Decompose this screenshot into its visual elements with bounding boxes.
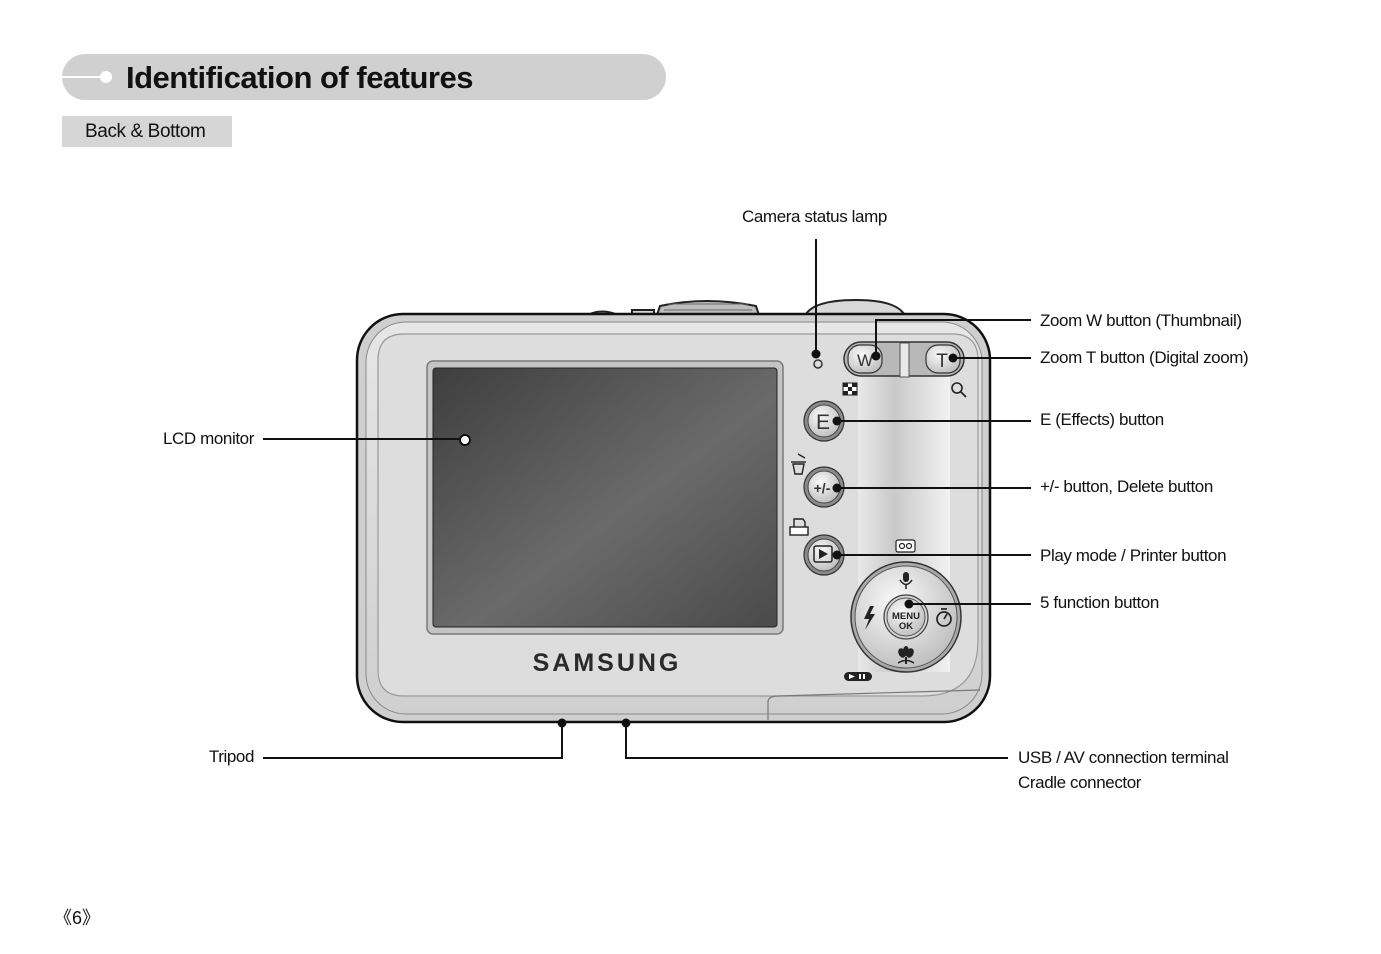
flash-icon (864, 606, 875, 630)
play-pause-indicator-icon (844, 672, 872, 681)
page-number: 《6》 (54, 908, 101, 928)
page-subtitle: Back & Bottom (85, 121, 206, 142)
dot-zoom-t (948, 353, 958, 363)
zoom-divider (899, 342, 910, 378)
magnifier-icon (951, 382, 967, 398)
label-usb-av: USB / AV connection terminal (1018, 748, 1229, 767)
bottom-seam (767, 689, 981, 720)
leader-dots (459, 349, 958, 728)
dot-zoom-w (871, 351, 881, 361)
effects-glyph: E (816, 411, 830, 434)
menu-ok-button[interactable] (886, 597, 926, 637)
dot-play (832, 550, 842, 560)
label-plus-minus: +/- button, Delete button (1040, 477, 1213, 496)
brand-logo: SAMSUNG (533, 649, 682, 677)
leader-usb (625, 724, 1008, 759)
label-zoom-w: Zoom W button (Thumbnail) (1040, 311, 1242, 330)
microphone-icon (899, 572, 913, 589)
zoom-w-button[interactable] (847, 344, 883, 374)
dot-plus-minus (832, 483, 842, 493)
title-decoration-dot (100, 71, 112, 83)
leader-lines (263, 239, 1031, 759)
status-lamp-icon (813, 359, 823, 369)
voice-memo-icon (895, 539, 916, 553)
subtitle-box: Back & Bottom (62, 116, 232, 147)
dot-five-function (904, 599, 914, 609)
menu-glyph: MENU (892, 611, 920, 622)
ok-glyph: OK (899, 621, 913, 632)
dot-status-lamp (811, 349, 821, 359)
dot-usb (621, 718, 631, 728)
delete-icon (791, 453, 806, 475)
dot-effects (832, 416, 842, 426)
label-lcd-monitor: LCD monitor (162, 429, 254, 448)
macro-icon (897, 646, 915, 664)
zoom-w-glyph: W (857, 351, 873, 370)
label-cradle: Cradle connector (1018, 773, 1142, 792)
label-zoom-t: Zoom T button (Digital zoom) (1040, 348, 1249, 367)
self-timer-icon (936, 608, 952, 627)
lcd-screen (432, 367, 778, 628)
play-icon (819, 549, 828, 559)
title-decoration-line (62, 76, 104, 78)
label-tripod: Tripod (208, 747, 255, 766)
label-status-lamp: Camera status lamp (742, 207, 887, 226)
plus-minus-glyph: +/- (814, 480, 831, 496)
label-play-mode: Play mode / Printer button (1040, 546, 1227, 565)
zoom-t-glyph: T (936, 351, 948, 372)
leader-tripod (263, 724, 563, 759)
dot-lcd (459, 434, 471, 446)
leader-zoom-w (875, 319, 1031, 354)
section-title-bar: Identification of features (62, 54, 666, 100)
page-title: Identification of features (126, 60, 473, 95)
label-five-function: 5 function button (1040, 593, 1159, 612)
thumbnail-icon (842, 382, 858, 396)
dot-tripod (557, 718, 567, 728)
label-effects: E (Effects) button (1040, 410, 1164, 429)
printer-icon (789, 518, 809, 536)
play-icon-frame (813, 545, 833, 563)
